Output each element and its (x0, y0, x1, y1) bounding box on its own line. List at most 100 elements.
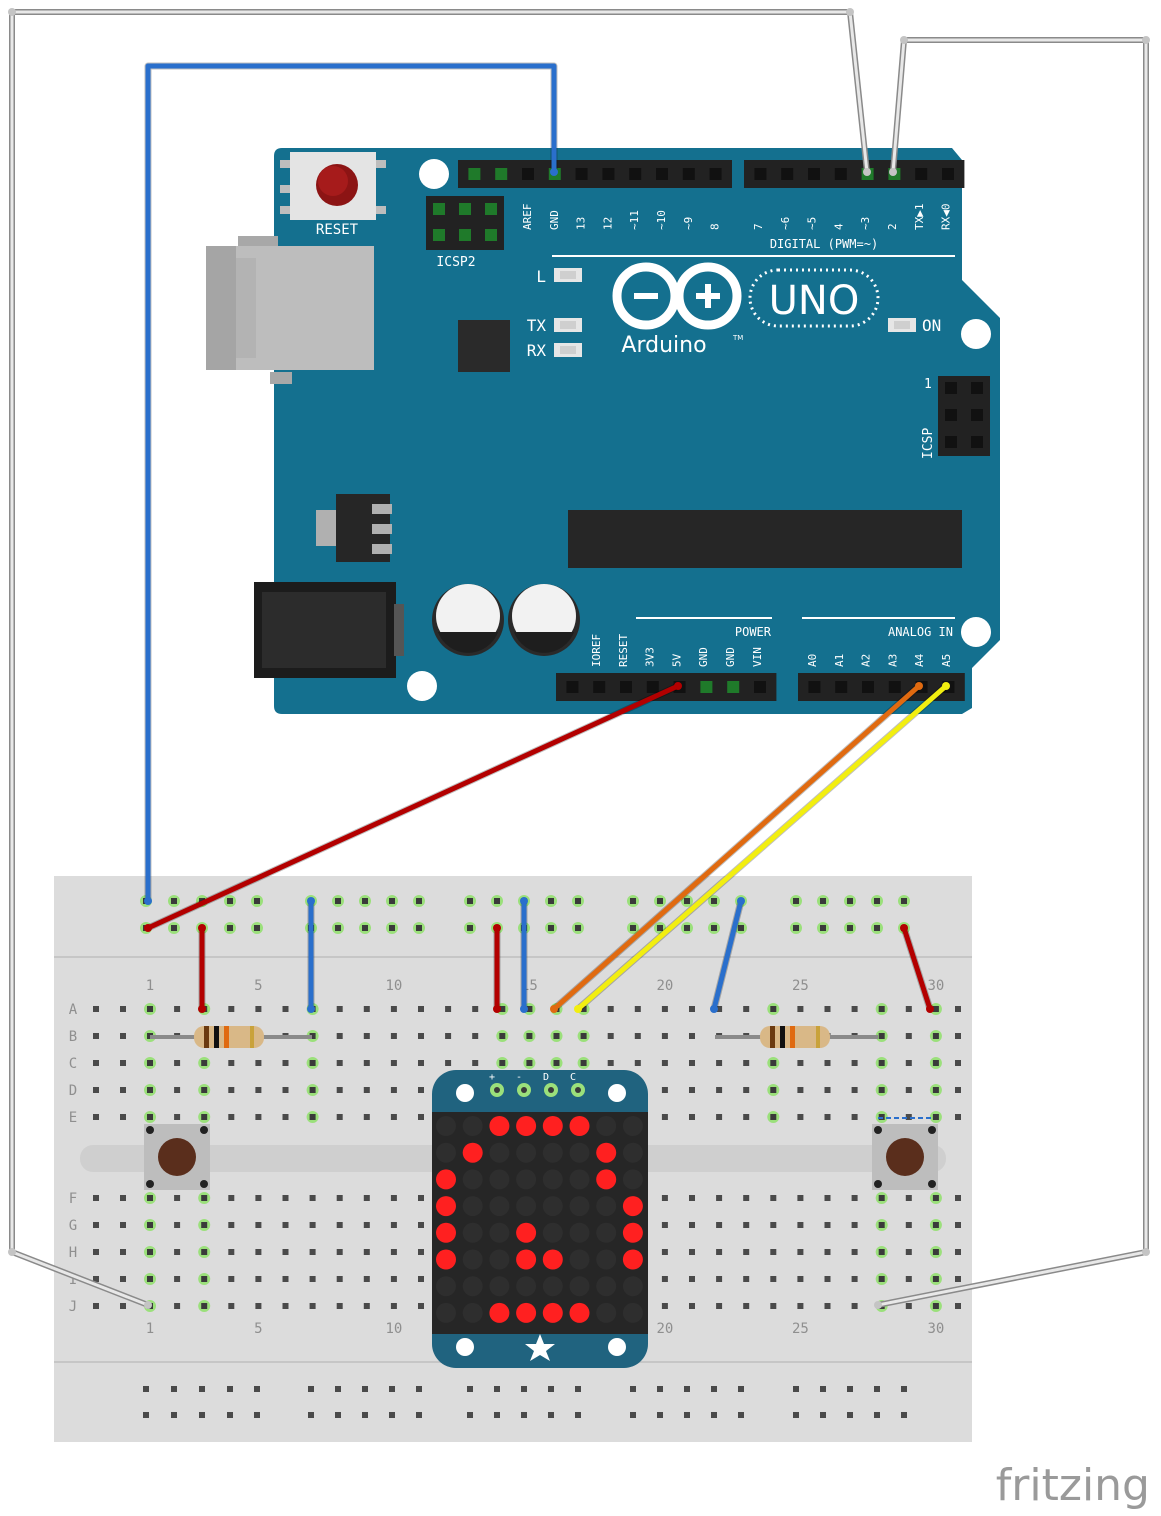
breadboard-hole[interactable] (282, 1249, 289, 1255)
breadboard-hole[interactable] (548, 925, 554, 931)
breadboard-hole[interactable] (201, 1276, 208, 1282)
breadboard-hole[interactable] (905, 1060, 912, 1066)
breadboard-hole[interactable] (120, 1087, 126, 1093)
breadboard-hole[interactable] (575, 1386, 581, 1392)
breadboard-hole[interactable] (580, 1060, 587, 1066)
breadboard-hole[interactable] (797, 1249, 804, 1255)
header-socket[interactable] (575, 168, 588, 180)
breadboard-hole[interactable] (716, 1195, 723, 1201)
breadboard-hole[interactable] (309, 1222, 316, 1228)
breadboard-hole[interactable] (905, 1033, 912, 1039)
breadboard-hole[interactable] (282, 1303, 289, 1309)
breadboard-hole[interactable] (711, 898, 717, 904)
breadboard-hole[interactable] (416, 925, 422, 931)
breadboard-hole[interactable] (743, 1222, 750, 1228)
breadboard-hole[interactable] (716, 1303, 723, 1309)
breadboard-hole[interactable] (199, 1386, 205, 1392)
breadboard-hole[interactable] (418, 1303, 424, 1309)
breadboard-hole[interactable] (336, 1060, 343, 1066)
breadboard-hole[interactable] (689, 1249, 695, 1255)
breadboard-hole[interactable] (143, 1386, 149, 1392)
breadboard-hole[interactable] (389, 925, 395, 931)
breadboard-hole[interactable] (548, 1412, 554, 1418)
breadboard-hole[interactable] (336, 1222, 343, 1228)
breadboard-hole[interactable] (201, 1195, 208, 1201)
header-socket[interactable] (862, 681, 874, 693)
breadboard-hole[interactable] (824, 1195, 831, 1201)
header-socket[interactable] (656, 168, 668, 180)
header-socket[interactable] (468, 168, 481, 180)
breadboard-hole[interactable] (336, 1303, 343, 1309)
breadboard-hole[interactable] (147, 1087, 153, 1093)
breadboard-hole[interactable] (174, 1087, 181, 1093)
breadboard-hole[interactable] (174, 1114, 181, 1120)
breadboard-hole[interactable] (467, 925, 473, 931)
breadboard-hole[interactable] (499, 1006, 506, 1012)
breadboard-hole[interactable] (416, 1386, 422, 1392)
breadboard-hole[interactable] (901, 1412, 907, 1418)
breadboard-hole[interactable] (684, 898, 690, 904)
breadboard-hole[interactable] (282, 1006, 289, 1012)
breadboard-hole[interactable] (120, 1006, 126, 1012)
breadboard-hole[interactable] (878, 1087, 885, 1093)
breadboard-hole[interactable] (308, 1412, 314, 1418)
breadboard-hole[interactable] (390, 1195, 397, 1201)
breadboard-hole[interactable] (93, 1249, 99, 1255)
breadboard-hole[interactable] (548, 898, 554, 904)
breadboard-hole[interactable] (820, 898, 826, 904)
breadboard-hole[interactable] (174, 1222, 181, 1228)
breadboard-hole[interactable] (335, 1412, 341, 1418)
breadboard-hole[interactable] (743, 1114, 750, 1120)
breadboard-hole[interactable] (147, 1249, 153, 1255)
breadboard-hole[interactable] (661, 1222, 668, 1228)
breadboard-hole[interactable] (878, 1249, 885, 1255)
breadboard-hole[interactable] (418, 1276, 424, 1282)
header-socket[interactable] (808, 168, 820, 180)
breadboard-hole[interactable] (336, 1249, 343, 1255)
header-socket[interactable] (709, 168, 722, 180)
breadboard-hole[interactable] (390, 1006, 397, 1012)
breadboard-hole[interactable] (901, 1386, 907, 1392)
breadboard-hole[interactable] (228, 1060, 235, 1066)
breadboard-hole[interactable] (199, 1412, 205, 1418)
breadboard-hole[interactable] (309, 1276, 316, 1282)
breadboard-hole[interactable] (418, 1006, 424, 1012)
reset-button[interactable] (280, 152, 386, 220)
header-socket[interactable] (835, 681, 848, 693)
breadboard-hole[interactable] (689, 1222, 695, 1228)
breadboard-hole[interactable] (363, 1222, 370, 1228)
breadboard-hole[interactable] (174, 1276, 181, 1282)
breadboard-hole[interactable] (93, 1195, 99, 1201)
breadboard-hole[interactable] (389, 1412, 395, 1418)
breadboard-hole[interactable] (820, 925, 826, 931)
breadboard-hole[interactable] (255, 1087, 262, 1093)
wire-yellow-a5[interactable] (575, 683, 949, 1012)
breadboard-hole[interactable] (499, 1060, 506, 1066)
breadboard-hole[interactable] (228, 1114, 235, 1120)
breadboard-hole[interactable] (932, 1249, 939, 1255)
breadboard-hole[interactable] (711, 925, 717, 931)
breadboard-hole[interactable] (743, 1006, 750, 1012)
breadboard-hole[interactable] (711, 1412, 717, 1418)
breadboard-hole[interactable] (389, 898, 395, 904)
breadboard-hole[interactable] (362, 1386, 368, 1392)
breadboard-hole[interactable] (445, 1033, 452, 1039)
breadboard-hole[interactable] (282, 1222, 289, 1228)
breadboard-hole[interactable] (282, 1195, 289, 1201)
breadboard-hole[interactable] (174, 1249, 181, 1255)
breadboard-hole[interactable] (120, 1276, 126, 1282)
breadboard-hole[interactable] (847, 1412, 853, 1418)
breadboard-hole[interactable] (630, 1386, 636, 1392)
breadboard-hole[interactable] (174, 1006, 181, 1012)
breadboard-hole[interactable] (201, 1303, 208, 1309)
pushbutton-left[interactable] (144, 1124, 210, 1190)
breadboard-hole[interactable] (689, 1114, 695, 1120)
breadboard-hole[interactable] (418, 1114, 424, 1120)
breadboard-hole[interactable] (770, 1195, 777, 1201)
breadboard-hole[interactable] (716, 1249, 723, 1255)
breadboard-hole[interactable] (797, 1060, 804, 1066)
breadboard-hole[interactable] (955, 1276, 961, 1282)
breadboard-hole[interactable] (255, 1006, 262, 1012)
breadboard-hole[interactable] (824, 1060, 831, 1066)
breadboard-hole[interactable] (905, 1114, 912, 1120)
